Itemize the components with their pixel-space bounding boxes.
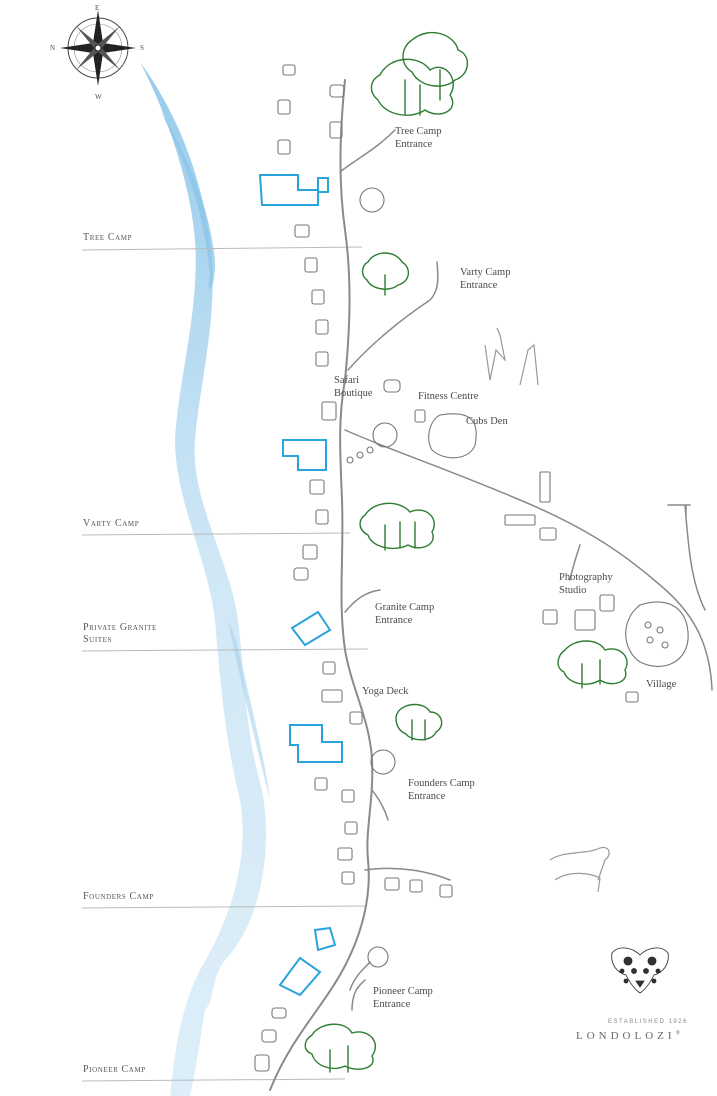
place-cubs-den: Cubs Den xyxy=(466,416,508,427)
buildings xyxy=(254,64,689,1072)
camp-label-private-granite-suites: Private Granite Suites xyxy=(83,622,157,646)
place-line: Varty Camp xyxy=(460,267,511,278)
place-line: Photography xyxy=(559,572,613,583)
place-fitness-centre: Fitness Centre xyxy=(418,391,479,402)
camp-label-line: Private Granite xyxy=(83,622,157,633)
tree-group-5 xyxy=(395,703,443,741)
compass-label-right: S xyxy=(140,44,144,52)
tree-group-6 xyxy=(304,1023,377,1073)
camp-label-varty-camp: Varty Camp xyxy=(83,518,140,529)
place-line: Entrance xyxy=(395,138,433,150)
place-photography-studio: Photography Studio xyxy=(559,572,613,597)
place-line: Founders Camp xyxy=(408,778,475,789)
logo-registered-mark: ® xyxy=(675,1030,681,1037)
camp-label-line: Suites xyxy=(83,634,112,645)
wildlife-sketches xyxy=(484,327,610,893)
camp-label-founders-camp: Founders Camp xyxy=(83,891,154,902)
river xyxy=(140,62,270,1096)
place-line: Entrance xyxy=(408,790,446,802)
place-line: Tree Camp xyxy=(395,126,442,137)
camp-label-pioneer-camp: Pioneer Camp xyxy=(83,1064,146,1075)
tree-group-1 xyxy=(370,31,469,116)
tree-group-4 xyxy=(557,640,628,689)
place-line: Granite Camp xyxy=(375,602,435,613)
place-yoga-deck: Yoga Deck xyxy=(362,686,409,697)
place-line: Entrance xyxy=(375,614,413,626)
place-line: Entrance xyxy=(373,998,411,1010)
place-line: Pioneer Camp xyxy=(373,986,433,997)
londolozi-logo-mark xyxy=(611,947,669,994)
compass-rose xyxy=(60,10,136,86)
place-line: Entrance xyxy=(460,279,498,291)
logo-wordmark: LONDOLOZI xyxy=(576,1030,676,1042)
trees xyxy=(304,31,628,1073)
place-safari-boutique: Safari Boutique xyxy=(334,375,373,400)
tree-group-3 xyxy=(359,502,435,551)
camp-label-tree-camp: Tree Camp xyxy=(83,232,133,243)
place-founders-camp-entrance: Founders Camp Entrance xyxy=(408,778,475,803)
compass-label-bottom: W xyxy=(95,93,102,101)
place-line: Boutique xyxy=(334,387,373,399)
camp-suites xyxy=(258,174,343,997)
roads xyxy=(269,79,713,1091)
camp-divider-lines xyxy=(81,246,369,1082)
place-village: Village xyxy=(646,679,677,690)
place-varty-camp-entrance: Varty Camp Entrance xyxy=(460,267,510,292)
logo-established: ESTABLISHED 1926 xyxy=(608,1019,688,1025)
compass-label-left: N xyxy=(50,44,56,52)
place-line: Safari xyxy=(334,375,360,386)
place-granite-camp-entrance: Granite Camp Entrance xyxy=(375,602,434,627)
compass-label-top: E xyxy=(95,4,100,12)
tree-group-2 xyxy=(361,252,409,296)
place-line: Studio xyxy=(559,584,587,596)
place-tree-camp-entrance: Tree Camp Entrance xyxy=(395,126,442,151)
logo-name: LONDOLOZI® xyxy=(576,1030,680,1042)
place-pioneer-camp-entrance: Pioneer Camp Entrance xyxy=(373,986,433,1011)
